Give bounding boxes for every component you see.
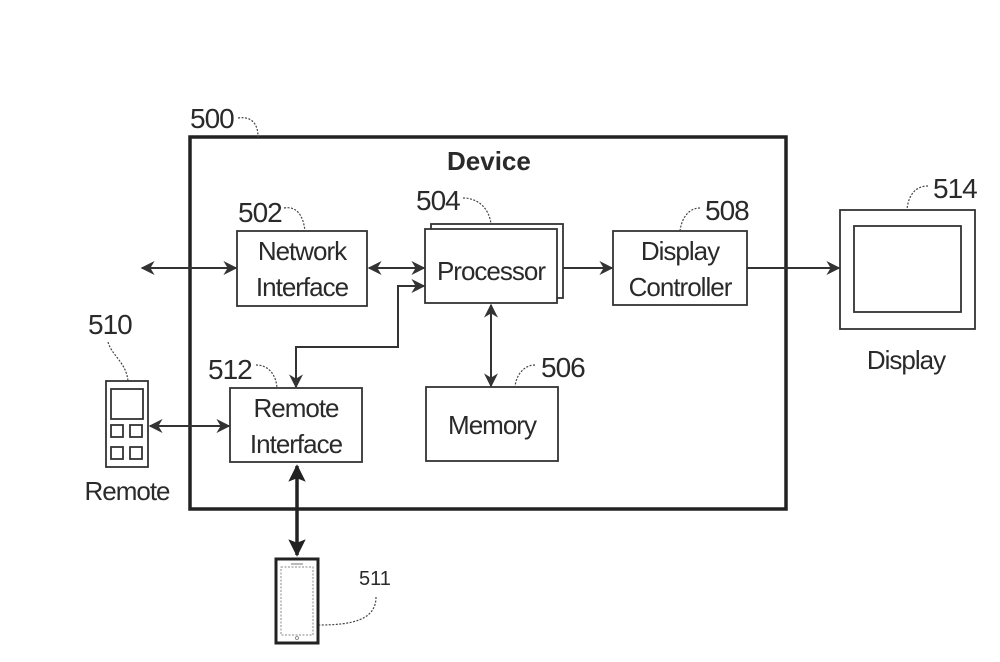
processor-label: Processor xyxy=(437,256,546,286)
display-controller-leader xyxy=(679,207,701,232)
remote-interface-label-line2: Interface xyxy=(250,429,343,459)
display-controller-block: Display Controller xyxy=(612,230,748,306)
remote-interface-leader xyxy=(255,364,278,389)
network-interface-ref: 502 xyxy=(238,197,282,228)
remote-control-device xyxy=(105,380,149,468)
device-ref-leader xyxy=(237,117,259,138)
processor-block: Processor xyxy=(424,223,564,304)
display-controller-label-line2: Controller xyxy=(629,272,733,302)
processor-leader xyxy=(462,197,492,225)
mobile-device-leader xyxy=(318,596,377,626)
remote-interface-ref: 512 xyxy=(208,354,252,385)
memory-leader xyxy=(514,364,536,388)
mobile-device-ref: 511 xyxy=(359,568,391,590)
display-ref: 514 xyxy=(933,173,977,204)
remote-label: Remote xyxy=(84,476,170,506)
remote-ref: 510 xyxy=(88,309,132,340)
display-label: Display xyxy=(867,345,946,375)
display-controller-ref: 508 xyxy=(705,195,749,226)
network-interface-label-line2: Interface xyxy=(256,272,349,302)
processor-ref: 504 xyxy=(416,185,460,216)
display-device xyxy=(839,209,976,330)
network-interface-block: Network Interface xyxy=(236,230,368,307)
device-ref-label: 500 xyxy=(190,103,234,134)
display-controller-label-line1: Display xyxy=(641,236,720,266)
remote-interface-label-line1: Remote xyxy=(253,393,339,423)
device-frame xyxy=(188,135,788,511)
device-title: Device xyxy=(447,146,531,176)
network-interface-label-line1: Network xyxy=(258,236,348,266)
memory-block: Memory xyxy=(425,386,559,462)
remote-interface-block: Remote Interface xyxy=(229,387,363,463)
memory-label: Memory xyxy=(448,410,537,440)
display-leader xyxy=(906,185,929,211)
remote-leader xyxy=(107,341,129,382)
mobile-device xyxy=(274,557,320,645)
network-interface-leader xyxy=(283,207,306,232)
processor-remote-interface-connection xyxy=(289,279,426,389)
memory-ref: 506 xyxy=(541,352,585,383)
